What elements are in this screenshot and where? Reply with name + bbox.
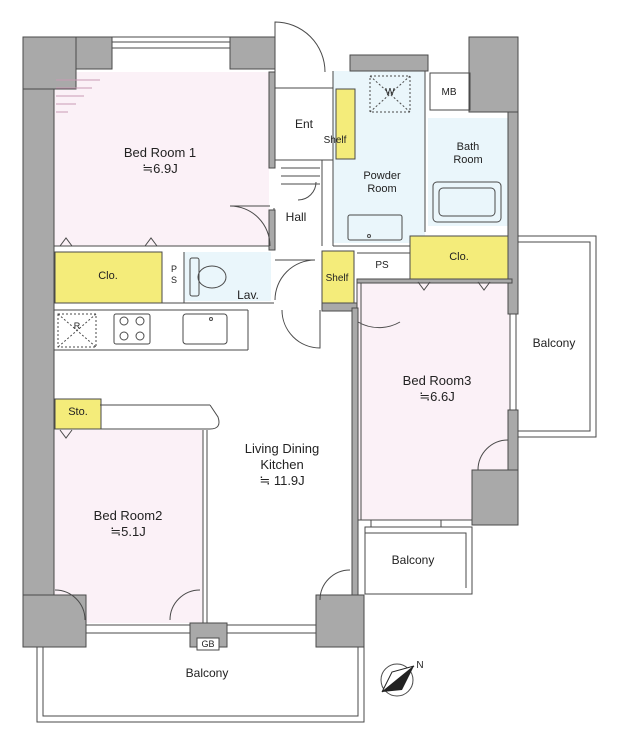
ps-left-line2: S	[170, 275, 177, 285]
wall-n-left	[75, 36, 113, 70]
bedroom2-size: ≒5.1J	[110, 524, 146, 539]
shelf-hall-label: Shelf	[325, 273, 349, 284]
bath-room-line1: Bath	[456, 141, 480, 153]
bedroom1-area	[54, 72, 269, 246]
washer-space	[369, 75, 411, 113]
wall-n-mid	[229, 36, 276, 70]
bath-fixtures	[432, 181, 502, 223]
shelf-hall-box	[321, 250, 355, 309]
wall-nw-pillar	[22, 36, 77, 90]
ldk-label: Living Dining Kitchen ≒ 11.9J	[222, 441, 342, 489]
wall-e-upper	[507, 111, 519, 315]
lavatory-label: Lav.	[237, 288, 259, 302]
powder-fixtures	[347, 75, 411, 241]
toilet-fixture	[189, 257, 227, 297]
mb-fixture	[429, 72, 471, 111]
entrance-label: Ent	[294, 117, 313, 131]
stove	[113, 313, 151, 345]
ps-right-label: PS	[375, 260, 389, 271]
bath-room-line2: Room	[453, 154, 483, 166]
wall-ldk-right	[351, 307, 359, 596]
closet1-label: Clo.	[98, 270, 118, 282]
gb-label: GB	[201, 639, 215, 649]
ps-left-line1: P	[170, 264, 177, 274]
wall-kitchen-right	[321, 302, 358, 312]
balcony-east-label: Balcony	[532, 336, 576, 350]
wall-hall-left	[268, 71, 276, 169]
wall-br3-corner	[471, 469, 519, 526]
closet1-box	[54, 251, 163, 304]
bedroom1-label: Bed Room 1 ≒6.9J	[105, 145, 215, 177]
wall-sw-pillar	[22, 594, 87, 648]
mb-label: MB	[441, 87, 457, 98]
balcony-middle-label: Balcony	[391, 553, 435, 567]
wall-br3-top	[356, 278, 513, 284]
ldk-name-2: Kitchen	[260, 457, 304, 472]
bath-room-area	[428, 118, 508, 226]
closet-door-marks	[59, 237, 491, 439]
wall-hall-lower	[268, 209, 276, 251]
bedroom1-name: Bed Room 1	[123, 145, 197, 160]
wall-w	[22, 88, 55, 596]
bedroom3-label: Bed Room3 ≒6.6J	[382, 373, 492, 405]
storage-box	[54, 398, 102, 430]
kitchen-fixtures	[57, 313, 228, 348]
storage-label: Sto.	[68, 406, 88, 418]
compass-icon	[380, 663, 415, 697]
compass-north-label: N	[416, 660, 424, 671]
ldk-name-1: Living Dining	[244, 441, 320, 456]
bathtub	[432, 181, 502, 223]
doors	[54, 21, 509, 621]
bedroom3-size: ≒6.6J	[419, 389, 455, 404]
balcony-outlines	[36, 235, 597, 723]
bedroom2-name: Bed Room2	[93, 508, 163, 523]
closet3-box	[409, 235, 509, 280]
fridge-label: R	[73, 321, 81, 331]
bath-room-label: Bath Room	[440, 141, 496, 167]
shelf-ent-box	[335, 88, 356, 160]
powder-room-line2: Room	[367, 183, 397, 195]
balcony-south-label: Balcony	[185, 666, 229, 680]
corner-hatch	[56, 79, 100, 113]
washer-label: W	[385, 87, 395, 98]
vanity	[347, 214, 403, 241]
powder-room-line1: Powder	[363, 170, 401, 182]
fridge-space	[57, 313, 97, 348]
shelf-ent-label: Shelf	[323, 135, 347, 146]
bedroom2-area	[54, 430, 203, 623]
closet3-label: Clo.	[449, 251, 469, 263]
powder-room-label: Powder Room	[340, 170, 424, 196]
bedroom1-size: ≒6.9J	[142, 161, 178, 176]
hall-step-lines	[281, 167, 320, 185]
hall-label: Hall	[285, 210, 307, 224]
bedroom3-name: Bed Room3	[402, 373, 472, 388]
bedroom2-label: Bed Room2 ≒5.1J	[73, 508, 183, 540]
wall-ne-block	[349, 54, 429, 72]
bedroom3-area	[357, 282, 512, 520]
closets	[54, 88, 509, 430]
ps-left-label: P S	[167, 264, 181, 286]
wall-ne-pillar	[468, 36, 519, 113]
wall-se-pillar	[315, 594, 365, 648]
walls	[22, 36, 519, 648]
sink	[182, 313, 228, 345]
ldk-size: ≒ 11.9J	[259, 473, 305, 488]
